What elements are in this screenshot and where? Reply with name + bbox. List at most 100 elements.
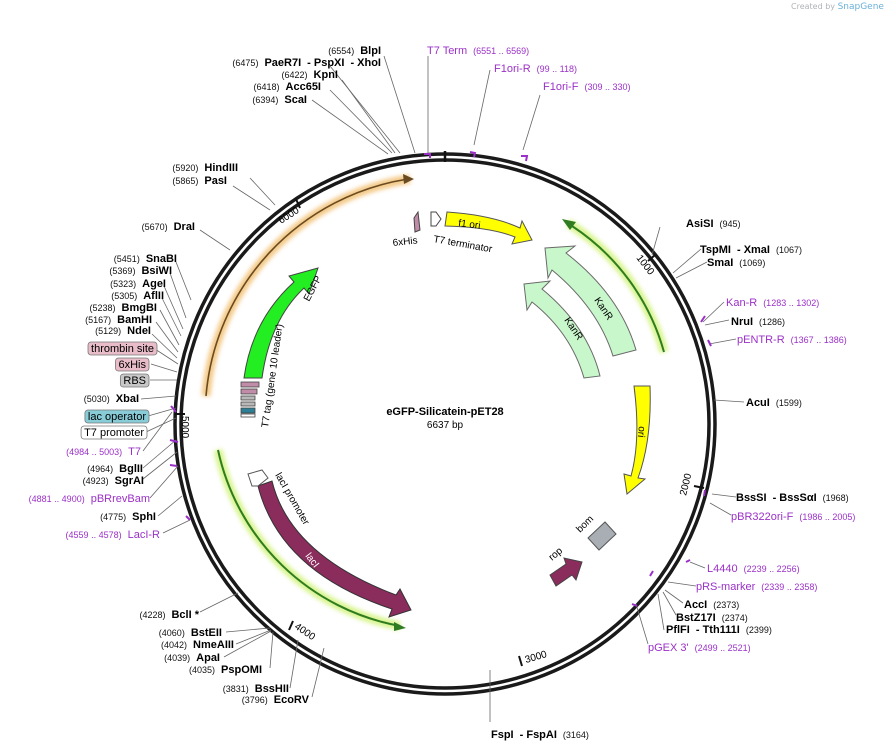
right-label: pBR322ori-F(1986 .. 2005) (731, 511, 855, 523)
top-label-seg: T7 Term (427, 45, 467, 57)
right-label-seg: FspI (491, 729, 514, 741)
kanr-outer-head (562, 219, 576, 230)
feature-tag-box (80, 425, 148, 440)
left-label: (4984 .. 5003)T7 (66, 446, 141, 458)
left-label-seg: PasI (204, 175, 227, 187)
right-label: pENTR-R(1367 .. 1386) (737, 334, 847, 346)
left-label-seg: (5451) (114, 254, 140, 264)
left-label-seg: PaeR7I (264, 57, 301, 69)
feature-tag-box (84, 409, 150, 424)
top-label: F1ori-R(99 .. 118) (494, 63, 577, 75)
right-label-seg: SmaI (707, 257, 733, 269)
feature-tag-box (119, 373, 150, 388)
left-label: (5323)AgeI (110, 278, 166, 290)
laci-feature: lacI (257, 480, 412, 618)
left-label-seg: (5670) (142, 222, 168, 232)
ori-feature: ori (623, 385, 651, 495)
mcs-markers (240, 381, 260, 418)
right-label-seg: (2499 .. 2521) (695, 643, 751, 653)
right-label: BssSI - BssSαI(1968) (736, 492, 849, 504)
lacI-outer-head (394, 622, 406, 631)
left-label: (6418)Acc65I (254, 81, 322, 93)
left-label-seg: ScaI (284, 94, 307, 106)
svg-text:6xHis: 6xHis (392, 235, 418, 249)
left-label-seg: (5369) (109, 266, 135, 276)
left-label-seg: DraI (174, 221, 195, 233)
left-label-seg: BclI * (171, 609, 199, 621)
left-label: (5865)PasI (172, 175, 227, 187)
svg-text:ori: ori (635, 426, 647, 438)
tick-3000: 3000 (518, 649, 549, 667)
left-label: (4881 .. 4900)pBRrevBam (29, 493, 150, 505)
feature-tag-label: thrombin site (87, 341, 158, 356)
left-label: (4035)PspOMI (189, 664, 262, 676)
left-label-seg: LacI-R (128, 529, 160, 541)
plasmid-name: eGFP-Silicatein-pET28 (386, 406, 503, 418)
right-label-seg: AsiSI (686, 218, 714, 230)
egfp-feature: EGFP (243, 267, 325, 379)
right-label-seg: (1367 .. 1386) (791, 335, 847, 345)
left-label: (6394)ScaI (252, 94, 307, 106)
right-label-seg: - Tth111I (696, 624, 740, 636)
left-label-seg: (6418) (254, 82, 280, 92)
left-label: (4039)ApaI (164, 652, 220, 664)
right-label: Kan-R (1283 .. 1302) (726, 297, 819, 309)
left-label-seg: (4775) (100, 512, 126, 522)
tick-2000: 2000 (678, 472, 705, 497)
left-label-seg: (4923) (83, 476, 109, 486)
right-label-seg: BssSI (736, 492, 767, 504)
left-label-seg: (4228) (139, 610, 165, 620)
right-label-seg: TspMI (700, 244, 731, 256)
left-label-seg: (6475) (232, 58, 258, 68)
top-label-seg: F1ori-R (494, 63, 531, 75)
left-label-seg: BglII (119, 463, 143, 475)
right-label-seg: (1069) (739, 258, 765, 268)
bom-feature: bom (574, 514, 617, 551)
orange-feature-arc (205, 178, 409, 397)
right-label-seg: (3164) (563, 730, 589, 740)
right-label-seg: (1283 .. 1302) (763, 298, 819, 308)
left-label-seg: ApaI (196, 652, 220, 664)
f1-ori-feature: f1 ori (444, 211, 533, 245)
feature-tag-label: T7 promoter (80, 425, 148, 440)
right-label-seg: (2374) (722, 613, 748, 623)
right-label: SmaI (1069) (707, 257, 765, 269)
top-label: F1ori-F(309 .. 330) (543, 81, 630, 93)
left-label-seg: BmgBI (122, 302, 157, 314)
left-label-seg: EcoRV (274, 694, 310, 706)
left-label-seg: SphI (132, 511, 156, 523)
left-label: (5305) AflII (111, 290, 164, 302)
left-label: (4042)NmeAIII (161, 639, 234, 651)
right-label-seg: pRS-marker (696, 581, 756, 593)
right-label-seg: (1599) (776, 398, 802, 408)
left-label-seg: BstEII (191, 627, 222, 639)
orange-feature-head (403, 174, 414, 184)
left-label: (5167)BamHI (85, 314, 152, 326)
left-label-seg: (5920) (172, 163, 198, 173)
left-label-seg: (5305) (111, 291, 137, 301)
left-label-seg: (5238) (90, 303, 116, 313)
right-label-seg: AcuI (746, 397, 770, 409)
feature-tag-label: 6xHis (115, 357, 150, 372)
left-label-seg: AflII (143, 290, 164, 302)
left-label: (4559 .. 4578)LacI-R (66, 529, 161, 541)
svg-text:2000: 2000 (678, 472, 694, 497)
right-label-seg: pBR322ori-F (731, 511, 794, 523)
feature-tag-text: T7 promoter (84, 427, 144, 439)
left-label-seg: (4042) (161, 640, 187, 650)
left-label: (5920)HindIII (172, 162, 238, 174)
feature-tag-box (87, 341, 158, 356)
svg-text:5000: 5000 (179, 416, 190, 439)
left-label-seg: (4964) (87, 464, 113, 474)
left-label-seg: (5129) (95, 326, 121, 336)
right-label-seg: (1067) (776, 245, 802, 255)
feature-tag-text: RBS (123, 375, 146, 387)
svg-text:f1 ori: f1 ori (458, 218, 481, 232)
left-label-seg: KpnI (314, 69, 338, 81)
right-label-seg: Kan-R (726, 297, 757, 309)
left-label-seg: (6554) (328, 46, 354, 56)
right-label-seg: (2373) (713, 600, 739, 610)
left-label: (4964) BglII (87, 463, 143, 475)
left-label: (4060)BstEII (159, 627, 222, 639)
